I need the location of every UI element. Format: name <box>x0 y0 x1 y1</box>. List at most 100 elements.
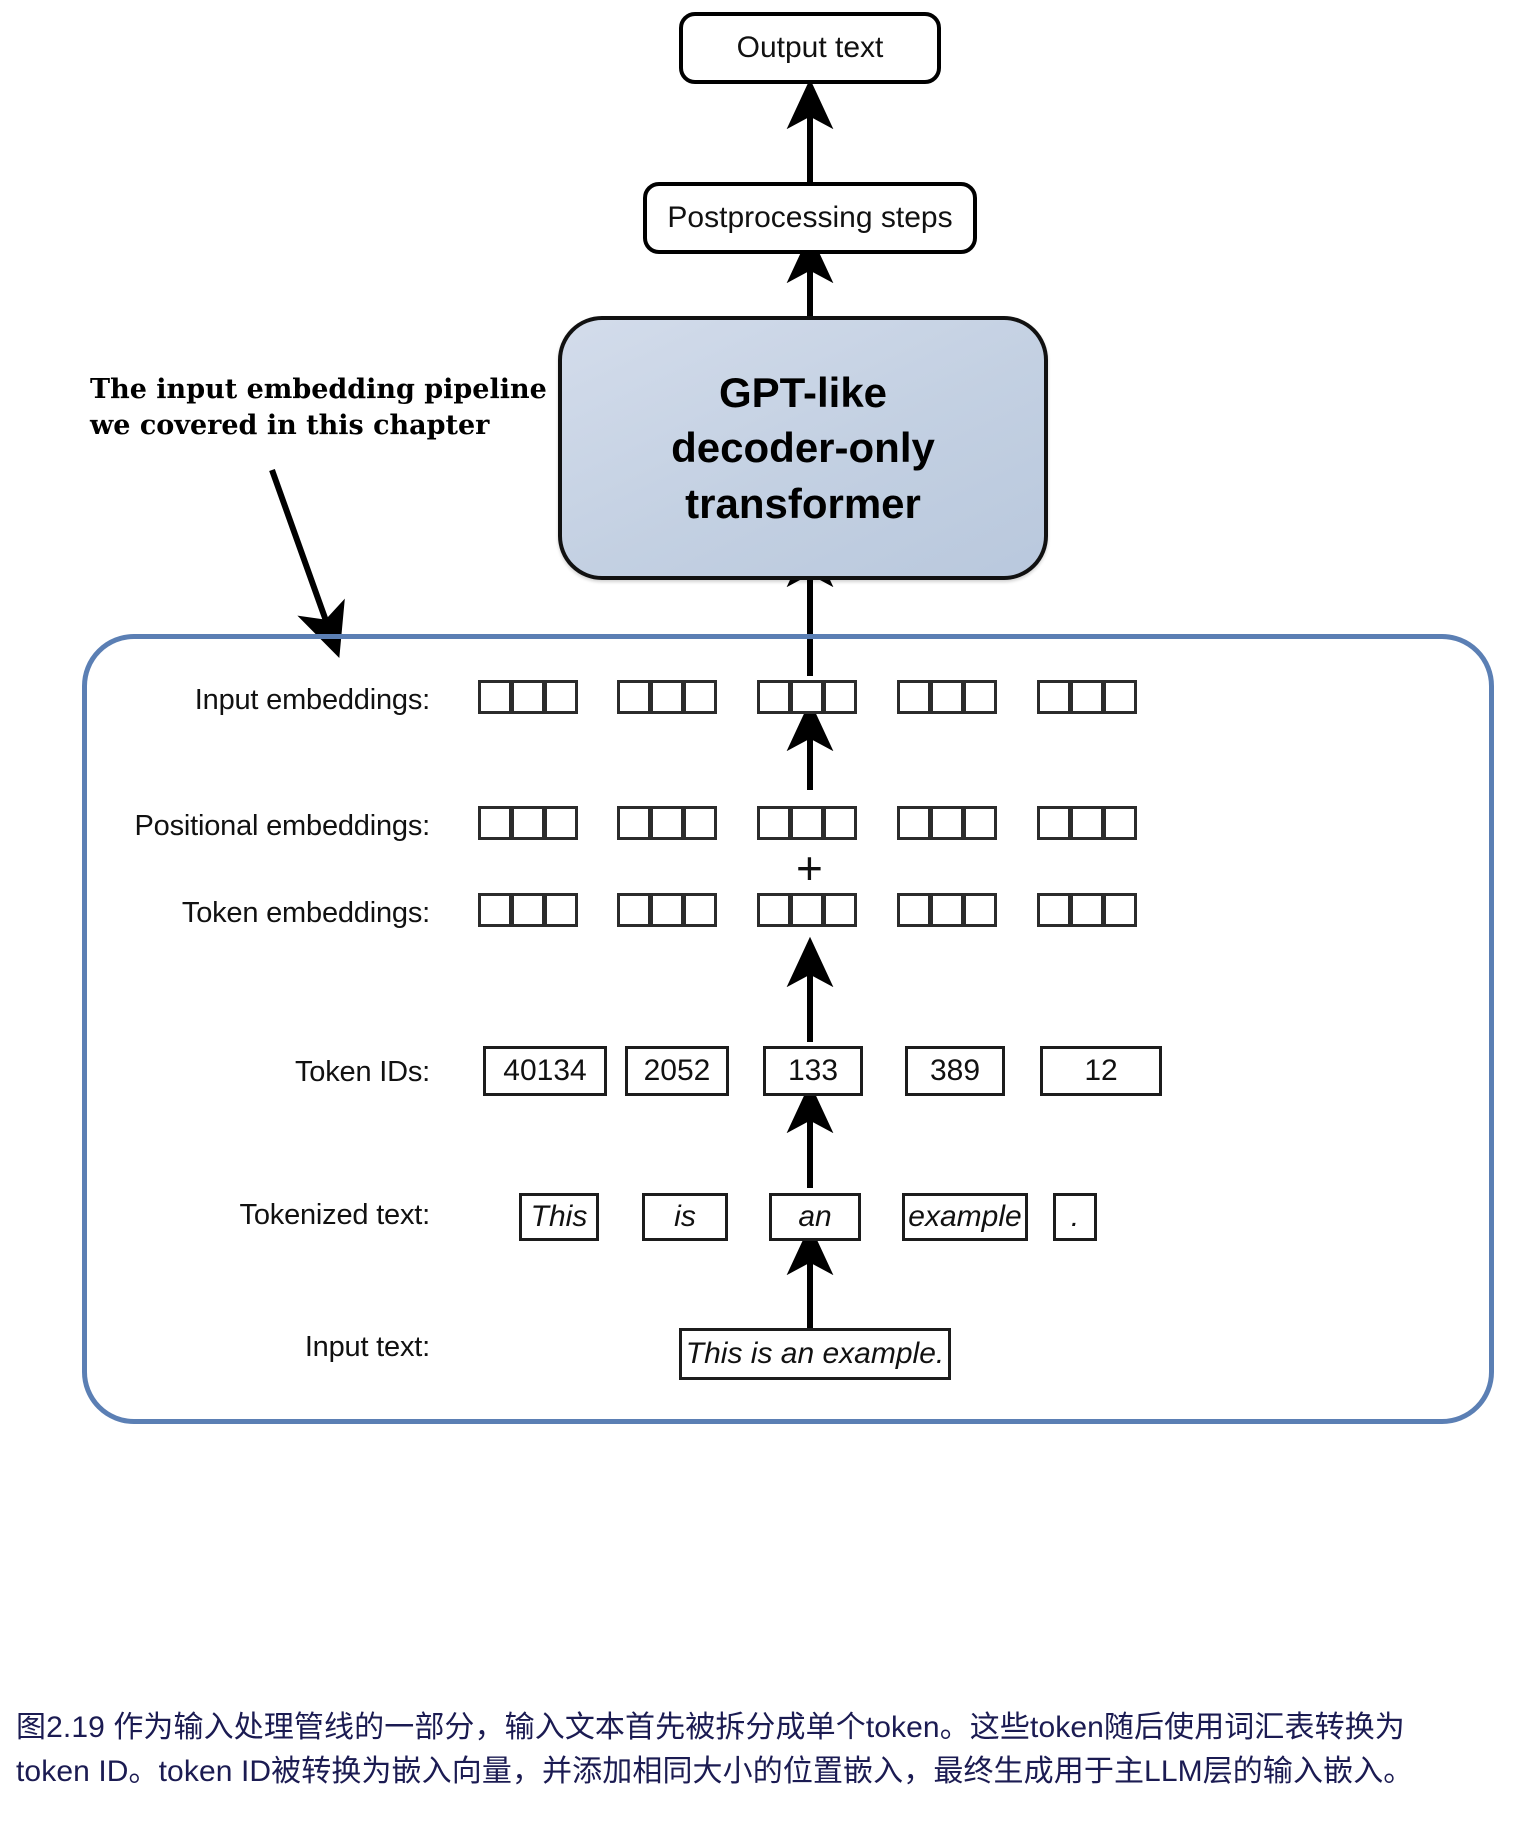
embedding-cell <box>1037 806 1071 840</box>
embedding-cell <box>1103 893 1137 927</box>
embedding-cell <box>544 893 578 927</box>
embedding-cell <box>930 680 964 714</box>
output-text-box: Output text <box>679 12 941 84</box>
embedding-cell <box>1103 680 1137 714</box>
embedding-cell <box>478 680 512 714</box>
token-id-box-5: 12 <box>1040 1046 1162 1096</box>
embedding-cell <box>1103 806 1137 840</box>
transformer-line-1: GPT-like <box>718 368 888 416</box>
label-token-ids: Token IDs: <box>295 1056 430 1088</box>
input-embeddings-group-3 <box>757 680 857 714</box>
embedding-cell <box>617 893 651 927</box>
token-embeddings-group-3 <box>757 893 857 927</box>
embedding-cell <box>683 680 717 714</box>
input-text-box: This is an example. <box>679 1328 951 1380</box>
embedding-cell <box>683 806 717 840</box>
embedding-cell <box>963 806 997 840</box>
positional-embeddings-group-3 <box>757 806 857 840</box>
embedding-cell <box>897 806 931 840</box>
embedding-cell <box>544 680 578 714</box>
embedding-cell <box>617 806 651 840</box>
embedding-cell <box>544 806 578 840</box>
token-id-box-4: 389 <box>905 1046 1005 1096</box>
figure-caption: 图2.19 作为输入处理管线的一部分，输入文本首先被拆分成单个token。这些t… <box>16 1706 1506 1793</box>
token-id-value: 2052 <box>643 1054 711 1087</box>
embedding-cell <box>823 806 857 840</box>
label-positional-embeddings: Positional embeddings: <box>134 810 431 842</box>
annotation-pointer-arrow <box>269 468 345 658</box>
token-box-1: This <box>519 1193 599 1241</box>
token-value: example <box>908 1200 1022 1233</box>
embedding-cell <box>757 680 791 714</box>
embedding-cell <box>757 893 791 927</box>
embedding-cell <box>511 893 545 927</box>
positional-embeddings-group-5 <box>1037 806 1137 840</box>
caption-line-1: 图2.19 作为输入处理管线的一部分，输入文本首先被拆分成单个token。这些t… <box>16 1711 1405 1744</box>
token-value: . <box>1070 1200 1080 1233</box>
input-embedding-pipeline-container <box>82 634 1494 1424</box>
token-id-value: 389 <box>929 1054 981 1087</box>
embedding-cell <box>1070 680 1104 714</box>
positional-embeddings-group-2 <box>617 806 717 840</box>
embedding-cell <box>617 680 651 714</box>
input-embeddings-group-4 <box>897 680 997 714</box>
token-box-4: example <box>902 1193 1028 1241</box>
embedding-cell <box>683 893 717 927</box>
label-input-embeddings: Input embeddings: <box>194 684 430 716</box>
postprocessing-steps-label: Postprocessing steps <box>667 201 953 234</box>
input-embeddings-group-1 <box>478 680 578 714</box>
embedding-cell <box>897 680 931 714</box>
embedding-cell <box>823 680 857 714</box>
input-embeddings-group-5 <box>1037 680 1137 714</box>
gpt-decoder-transformer-block: GPT-like decoder-only transformer <box>558 316 1048 580</box>
embedding-cell <box>650 893 684 927</box>
embedding-cell <box>650 806 684 840</box>
transformer-line-2: decoder-only <box>671 424 935 472</box>
token-box-5: . <box>1053 1193 1097 1241</box>
token-embeddings-group-2 <box>617 893 717 927</box>
input-text-value: This is an example. <box>685 1337 945 1370</box>
transformer-line-3: transformer <box>685 479 921 527</box>
postprocessing-steps-box: Postprocessing steps <box>643 182 977 254</box>
token-box-2: is <box>642 1193 728 1241</box>
embedding-cell <box>757 806 791 840</box>
positional-embeddings-group-4 <box>897 806 997 840</box>
token-value: This <box>530 1200 588 1233</box>
token-embeddings-group-5 <box>1037 893 1137 927</box>
annotation-line-1: The input embedding pipeline <box>90 374 547 405</box>
positional-embeddings-group-1 <box>478 806 578 840</box>
label-token-embeddings: Token embeddings: <box>181 897 430 929</box>
embedding-cell <box>1070 893 1104 927</box>
token-id-value: 40134 <box>503 1054 587 1087</box>
embedding-cell <box>1037 893 1071 927</box>
output-text-label: Output text <box>736 31 884 64</box>
embedding-cell <box>963 893 997 927</box>
embedding-cell <box>790 893 824 927</box>
token-embeddings-group-4 <box>897 893 997 927</box>
embedding-cell <box>963 680 997 714</box>
token-id-value: 12 <box>1084 1054 1118 1087</box>
token-id-box-1: 40134 <box>483 1046 607 1096</box>
label-tokenized-text: Tokenized text: <box>239 1199 431 1231</box>
embedding-cell <box>478 893 512 927</box>
embedding-cell <box>511 806 545 840</box>
embedding-cell <box>478 806 512 840</box>
embedding-cell <box>790 806 824 840</box>
embedding-cell <box>1037 680 1071 714</box>
token-box-3: an <box>769 1193 861 1241</box>
label-input-text: Input text: <box>304 1331 430 1363</box>
pipeline-annotation: The input embedding pipeline we covered … <box>90 372 547 445</box>
transformer-label-stack: GPT-like decoder-only transformer <box>671 365 935 531</box>
input-embeddings-group-2 <box>617 680 717 714</box>
annotation-line-2: we covered in this chapter <box>90 410 490 442</box>
plus-icon: + <box>796 842 823 894</box>
embedding-cell <box>930 806 964 840</box>
token-embeddings-group-1 <box>478 893 578 927</box>
token-value: an <box>798 1200 832 1233</box>
token-id-box-3: 133 <box>763 1046 863 1096</box>
embedding-cell <box>1070 806 1104 840</box>
embedding-cell <box>790 680 824 714</box>
embedding-cell <box>650 680 684 714</box>
token-id-value: 133 <box>787 1054 839 1087</box>
embedding-cell <box>930 893 964 927</box>
